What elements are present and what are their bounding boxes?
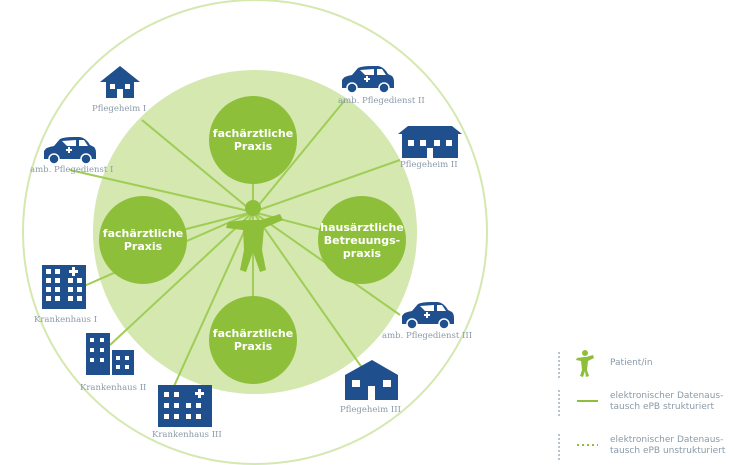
node-circle-top: [209, 96, 297, 184]
label-pflegeheim-2: Pflegeheim II: [400, 160, 458, 170]
node-circle-left: [99, 196, 187, 284]
legend-structured-line1: elektronischer Datenaus-: [610, 391, 724, 401]
node-top-line1: fachärztliche: [212, 127, 294, 140]
legend-unstructured-line2: tausch ePB unstrukturiert: [610, 446, 726, 456]
legend-unstructured-line1: elektronischer Datenaus-: [610, 435, 724, 445]
legend-patient-icon: [576, 350, 594, 377]
node-left-line1: fachärztliche: [102, 227, 184, 240]
node-right-line3: praxis: [342, 247, 382, 260]
node-bottom-line1: fachärztliche: [212, 327, 294, 340]
node-top-text: fachärztliche Praxis: [208, 127, 298, 153]
label-krankenhaus-3: Krankenhaus III: [152, 430, 222, 440]
node-circle-bottom: [209, 296, 297, 384]
hospital-icon-krankenhaus-2: [86, 333, 134, 375]
node-left-line2: Praxis: [123, 240, 163, 253]
node-bottom-line2: Praxis: [233, 340, 273, 353]
legend-divider: [558, 390, 562, 416]
legend-unstructured-text: elektronischer Datenaus- tausch ePB unst…: [610, 435, 725, 457]
label-pflegedienst-3: amb. Pflegedienst III: [382, 331, 473, 341]
node-left-text: fachärztliche Praxis: [98, 227, 188, 253]
label-pflegedienst-2: amb. Pflegedienst II: [338, 96, 425, 106]
legend-structured-text: elektronischer Datenaus- tausch ePB stru…: [610, 391, 723, 413]
legend-divider: [558, 352, 562, 378]
node-bottom-text: fachärztliche Praxis: [208, 327, 298, 353]
label-pflegeheim-3: Pflegeheim III: [340, 405, 401, 415]
node-right-line1: hausärztliche: [320, 221, 404, 234]
legend-item-structured: elektronischer Datenaus- tausch ePB stru…: [550, 390, 734, 416]
label-krankenhaus-1: Krankenhaus I: [34, 315, 98, 325]
hospital-icon-krankenhaus-1: [42, 265, 86, 309]
house-icon-pflegeheim-3: [345, 360, 398, 400]
node-top-line2: Praxis: [233, 140, 273, 153]
legend-item-patient: Patient/in: [550, 352, 734, 378]
node-right-text: hausärztliche Betreuungs- praxis: [317, 221, 407, 260]
hospital-icon-krankenhaus-3: [158, 385, 212, 427]
label-pflegeheim-1: Pflegeheim I: [92, 104, 147, 114]
legend-item-unstructured: elektronischer Datenaus- tausch ePB unst…: [550, 434, 734, 460]
legend-patient-text: Patient/in: [610, 358, 653, 368]
legend-structured-line2: tausch ePB strukturiert: [610, 402, 714, 412]
node-right-line2: Betreuungs-: [323, 234, 401, 247]
label-krankenhaus-2: Krankenhaus II: [80, 383, 147, 393]
label-pflegedienst-1: amb. Pflegedienst I: [30, 165, 114, 175]
node-circle-right: [318, 196, 406, 284]
wide-house-icon-pflegeheim-2: [398, 126, 462, 158]
legend-divider: [558, 434, 562, 460]
patient-icon: [226, 200, 283, 272]
